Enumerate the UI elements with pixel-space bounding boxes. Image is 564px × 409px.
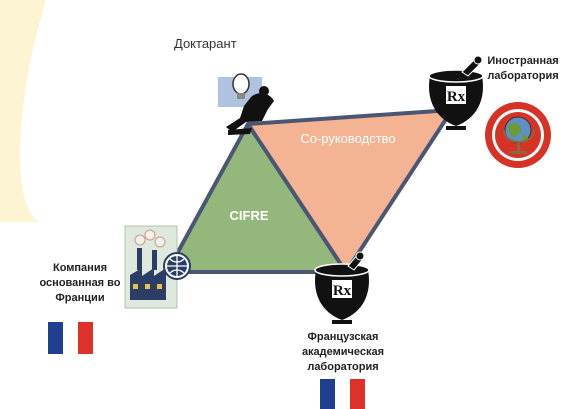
france-flag-icon (320, 379, 365, 409)
co-supervision-label: Со-руководство (300, 131, 395, 146)
svg-text:Rx: Rx (333, 283, 352, 299)
company-label: Компания основанная во Франции (39, 262, 121, 304)
company-factory-globe-icon (124, 225, 191, 309)
globe-badge-icon (485, 102, 551, 168)
france-flag-icon (48, 322, 93, 354)
french-lab-mortar-rx-icon: Rx (314, 251, 370, 324)
cream-decorative-shape (0, 0, 46, 222)
co-supervision-triangle (246, 108, 454, 274)
svg-text:Rx: Rx (447, 89, 466, 105)
foreign-lab-label: Иностранная лаборатория (487, 55, 559, 82)
doctorant-label: Доктарант (174, 36, 237, 51)
french-lab-label: Французская академическая лаборатория (301, 331, 385, 373)
doctorant-lightbulb-figure-icon (218, 73, 274, 135)
foreign-lab-mortar-rx-icon: Rx (428, 55, 484, 130)
cifre-label: CIFRE (230, 208, 269, 223)
